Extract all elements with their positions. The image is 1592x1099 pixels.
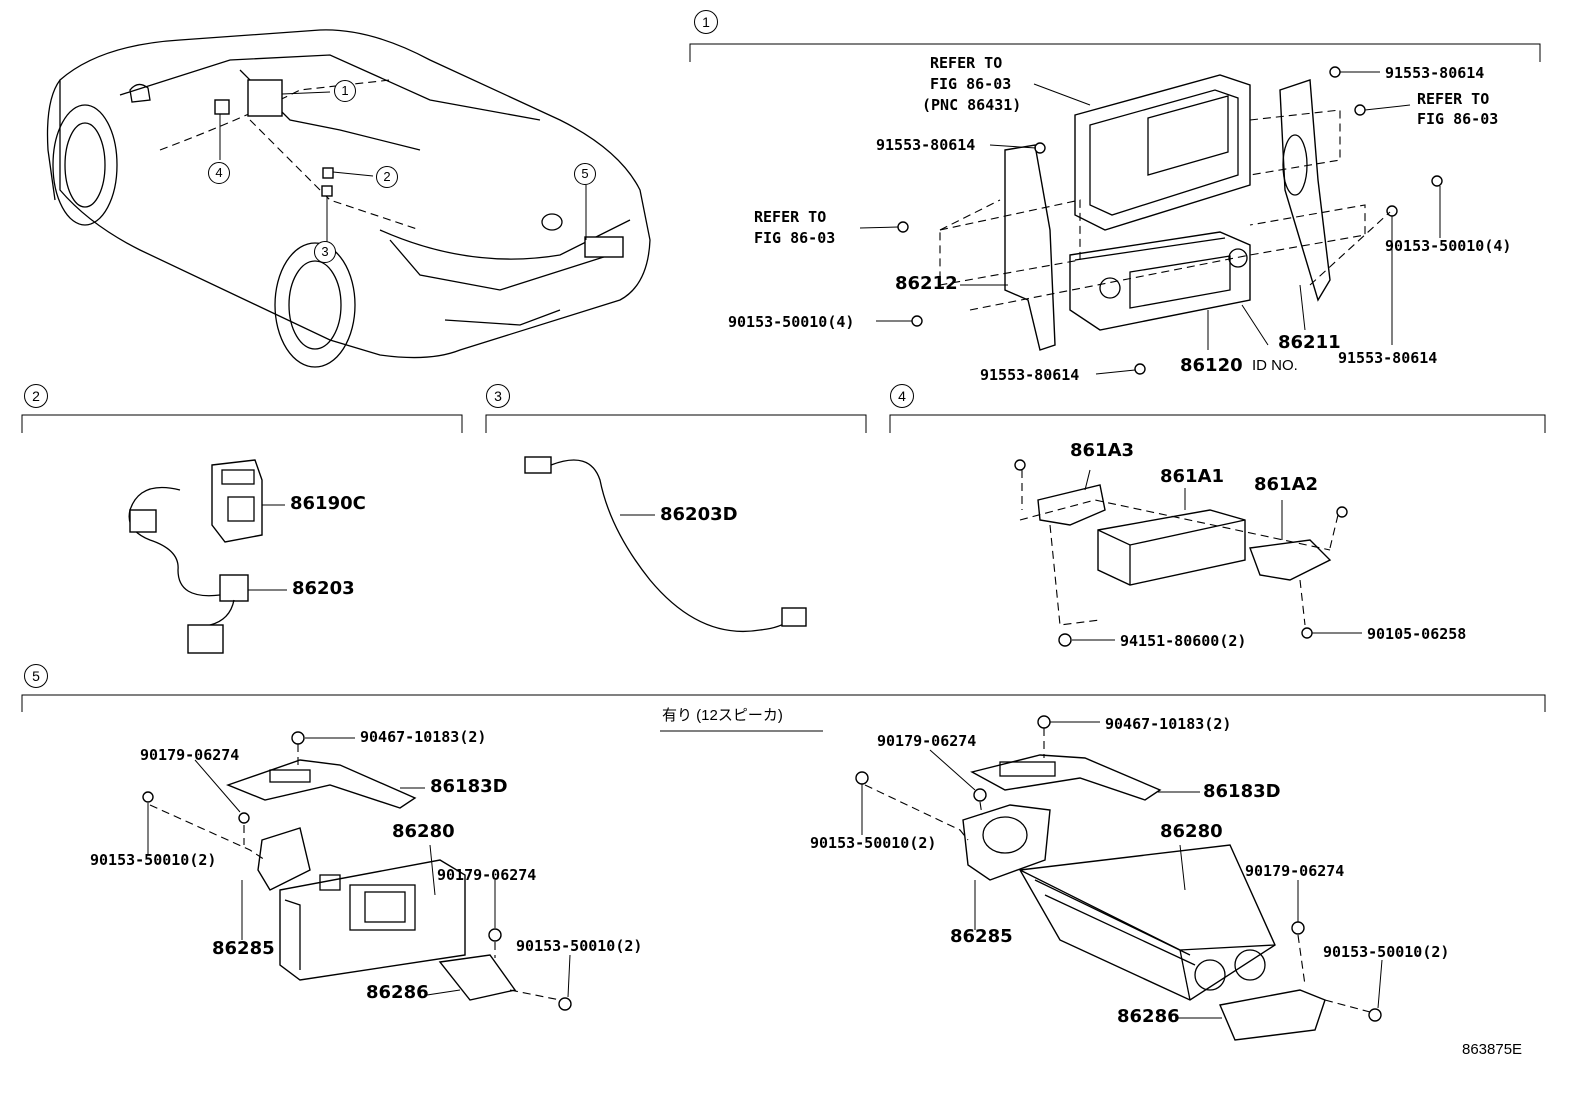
car-callout-4: 4 [208,162,230,184]
left-part-label-86183d: 86183D [430,776,508,797]
left-part-label-90467-10183: 90467-10183(2) [360,728,487,746]
refer-note-2-line2: FIG 86-03 [1417,110,1499,128]
part-label-86212: 86212 [895,273,958,294]
condition-note: 有り (12スピーカ) [662,707,783,724]
part-label-91553-80614-b: 91553-80614 [876,136,976,154]
part-label-86120: 86120 [1180,355,1243,376]
section5-right-parts [855,715,1383,1041]
right-part-label-90179-06274-a: 90179-06274 [877,732,977,750]
figure-id: 863875E [1462,1041,1523,1058]
part-label-861a3: 861A3 [1070,440,1135,461]
part-label-91553-80614-c: 91553-80614 [1338,349,1438,367]
left-part-label-86286: 86286 [366,982,429,1003]
section-marker-2: 2 [24,384,48,408]
left-part-label-90153-50010-b: 90153-50010(2) [516,937,643,955]
refer-note-3-line1: REFER TO [754,208,827,226]
right-part-label-90467-10183: 90467-10183(2) [1105,715,1232,733]
left-part-label-86280: 86280 [392,821,455,842]
section-marker-1: 1 [694,10,718,34]
car-illustration [46,29,651,368]
section-marker-5: 5 [24,664,48,688]
refer-note-2-line1: REFER TO [1417,90,1490,108]
car-callout-1: 1 [334,80,356,102]
part-label-861a2: 861A2 [1254,474,1319,495]
section-marker-3: 3 [486,384,510,408]
id-number-label: ID NO. [1252,357,1298,374]
refer-note-1-line3: (PNC 86431) [922,96,1022,114]
part-label-91553-80614-a: 91553-80614 [1385,64,1485,82]
right-part-label-90153-50010-a: 90153-50010(2) [810,834,937,852]
section4-parts [1014,459,1362,647]
part-label-861a1: 861A1 [1160,466,1225,487]
part-label-86190c: 86190C [290,493,366,514]
right-part-label-90153-50010-b: 90153-50010(2) [1323,943,1450,961]
left-part-label-86285: 86285 [212,938,275,959]
right-part-label-86280: 86280 [1160,821,1223,842]
left-part-label-90153-50010-a: 90153-50010(2) [90,851,217,869]
right-part-label-86183d: 86183D [1203,781,1281,802]
section2-parts [128,459,287,654]
right-part-label-86286: 86286 [1117,1006,1180,1027]
part-label-86211: 86211 [1278,332,1341,353]
right-part-label-86285: 86285 [950,926,1013,947]
section-marker-4: 4 [890,384,914,408]
section3-parts [524,456,807,633]
part-label-90105-06258: 90105-06258 [1367,625,1467,643]
section5-left-parts [142,731,572,1011]
part-label-86203: 86203 [292,578,355,599]
car-callout-5: 5 [574,163,596,185]
part-label-94151-80600: 94151-80600(2) [1120,632,1247,650]
part-label-90153-50010-b: 90153-50010(4) [728,313,855,331]
part-label-86203d: 86203D [660,504,738,525]
part-label-91553-80614-d: 91553-80614 [980,366,1080,384]
left-part-label-90179-06274-b: 90179-06274 [437,866,537,884]
car-callout-3: 3 [314,241,336,263]
section1-parts [859,66,1443,375]
part-label-90153-50010-a: 90153-50010(4) [1385,237,1512,255]
refer-note-1-line2: FIG 86-03 [930,75,1012,93]
car-callout-2: 2 [376,166,398,188]
right-part-label-90179-06274-b: 90179-06274 [1245,862,1345,880]
refer-note-1-line1: REFER TO [930,54,1003,72]
refer-note-3-line2: FIG 86-03 [754,229,836,247]
left-part-label-90179-06274-a: 90179-06274 [140,746,240,764]
